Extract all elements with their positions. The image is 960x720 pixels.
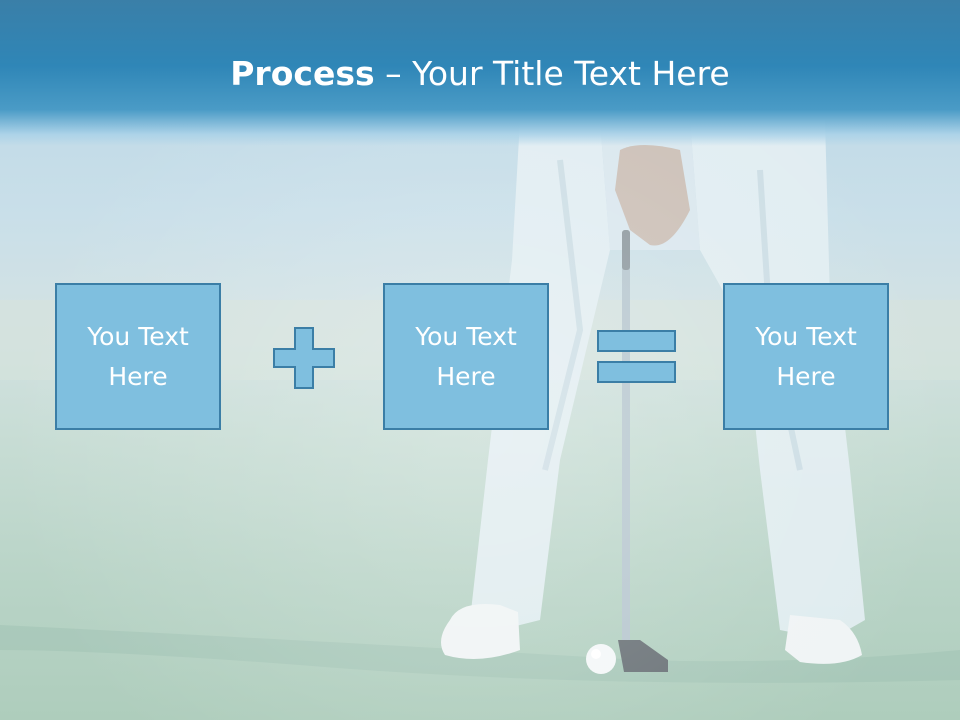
title-rest: – Your Title Text Here bbox=[374, 54, 730, 93]
title-bar bbox=[0, 0, 960, 146]
plus-icon bbox=[273, 327, 335, 389]
equals-icon bbox=[597, 330, 676, 383]
text-box-3[interactable]: You Text Here bbox=[723, 283, 889, 430]
text-box-2[interactable]: You Text Here bbox=[383, 283, 549, 430]
text-box-1[interactable]: You Text Here bbox=[55, 283, 221, 430]
slide-title: Process – Your Title Text Here bbox=[0, 54, 960, 93]
text-box-3-label: You Text Here bbox=[755, 321, 857, 391]
text-box-2-label: You Text Here bbox=[415, 321, 517, 391]
text-box-1-label: You Text Here bbox=[87, 321, 189, 391]
title-bold: Process bbox=[230, 54, 375, 93]
